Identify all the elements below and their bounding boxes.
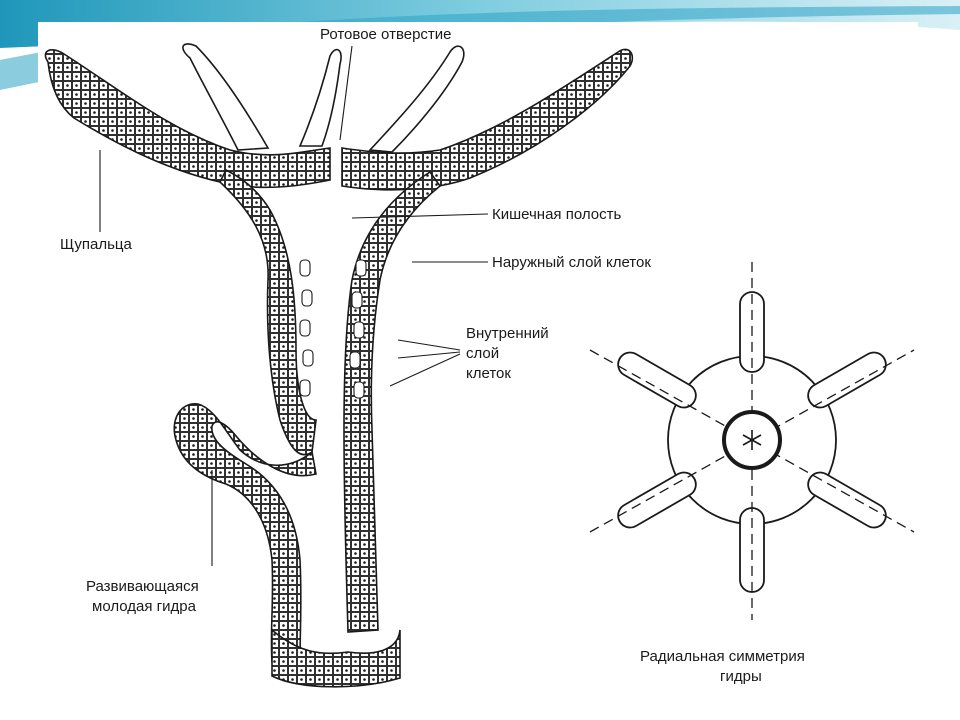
leader-lines <box>99 45 489 566</box>
left-tentacle <box>44 49 331 189</box>
hydra-body <box>44 43 634 688</box>
leader-inner-1 <box>397 339 461 351</box>
back-tentacle-center <box>298 48 342 147</box>
label-mouth: Ротовое отверстие <box>320 26 452 43</box>
label-symmetry-2: гидры <box>720 668 762 685</box>
label-outer-layer: Наружный слой клеток <box>492 254 651 271</box>
back-tentacle-right <box>368 45 465 153</box>
foot-base <box>271 628 401 688</box>
body-wall-right <box>343 170 442 633</box>
tentacle-upper-right <box>807 351 887 409</box>
right-tentacle <box>341 48 634 191</box>
mouth-star <box>742 430 762 450</box>
tentacle-upper-left <box>617 351 697 409</box>
label-inner-layer-2: слой <box>466 345 500 362</box>
tentacle-lower-right <box>807 471 887 529</box>
radial-symmetry-diagram <box>589 262 915 620</box>
leader-mouth <box>339 45 353 141</box>
leader-inner-2 <box>397 351 461 359</box>
back-tentacle-left <box>182 43 270 151</box>
inner-cell-layer <box>299 259 367 399</box>
leader-gut <box>351 213 489 219</box>
label-symmetry-1: Радиальная симметрия <box>640 648 805 665</box>
label-inner-layer-1: Внутренний <box>466 325 549 342</box>
body-wall-left <box>219 168 317 456</box>
label-bud-1: Развивающаяся <box>86 578 199 595</box>
label-bud-2: молодая гидра <box>92 598 196 615</box>
label-tentacles: Щупальца <box>60 236 132 253</box>
label-inner-layer-3: клеток <box>466 365 511 382</box>
leader-inner-3 <box>389 353 461 387</box>
label-gut-cavity: Кишечная полость <box>492 206 622 223</box>
tentacle-lower-left <box>617 471 697 529</box>
